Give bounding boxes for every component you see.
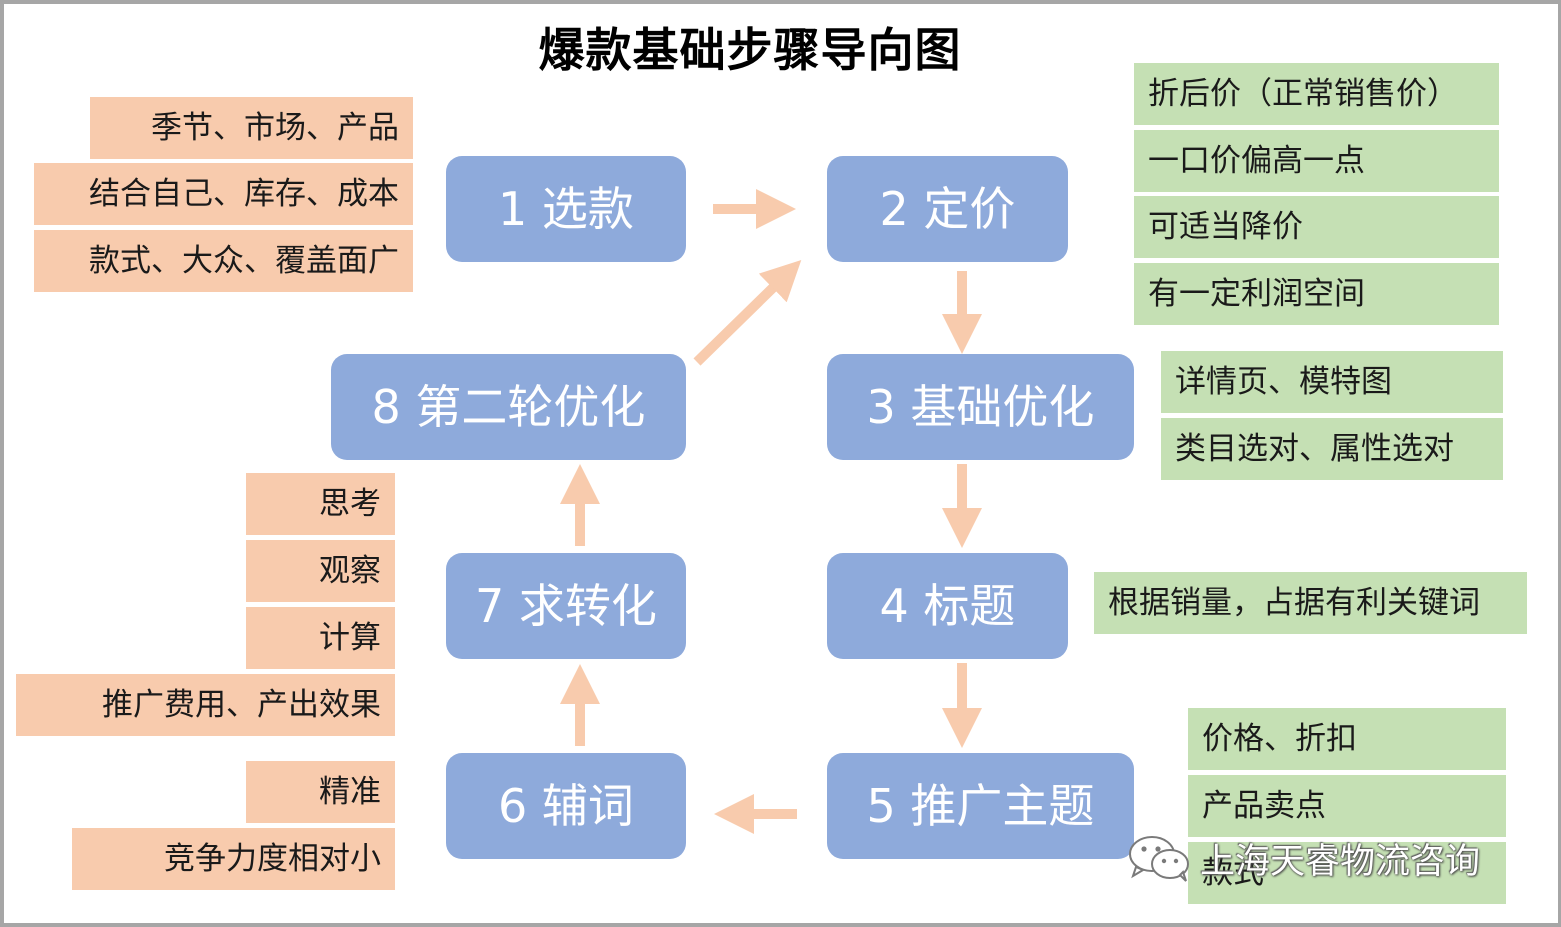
step-2-pricing: 2 定价	[827, 156, 1068, 262]
note-step7-1: 思考	[246, 473, 395, 535]
watermark-text: 上海天睿物流咨询	[1200, 841, 1481, 882]
note-step6-2: 竞争力度相对小	[72, 828, 395, 890]
step-8-second-optimization: 8 第二轮优化	[331, 354, 686, 460]
note-step6-1: 精准	[246, 761, 395, 823]
arrow-8-to-2	[693, 260, 802, 366]
note-step1-3: 款式、大众、覆盖面广	[34, 230, 413, 292]
note-step5-1: 价格、折扣	[1188, 708, 1506, 770]
step-5-promotion-theme: 5 推广主题	[827, 753, 1134, 859]
note-step4-1: 根据销量，占据有利关键词	[1094, 572, 1527, 634]
diagram-title: 爆款基础步骤导向图	[538, 23, 962, 77]
note-step3-2: 类目选对、属性选对	[1161, 418, 1503, 480]
note-step7-3: 计算	[246, 607, 395, 669]
note-step5-3: 款式	[1188, 842, 1506, 904]
note-step5-2: 产品卖点	[1188, 775, 1506, 837]
note-step7-2: 观察	[246, 540, 395, 602]
note-step7-4: 推广费用、产出效果	[16, 674, 395, 736]
step-7-conversion: 7 求转化	[446, 553, 686, 659]
step-3-basic-optimization: 3 基础优化	[827, 354, 1134, 460]
note-step3-1: 详情页、模特图	[1161, 351, 1503, 413]
watermark: 上海天睿物流咨询	[1126, 828, 1480, 888]
note-step2-4: 有一定利润空间	[1134, 263, 1499, 325]
note-step1-1: 季节、市场、产品	[90, 97, 413, 159]
step-1-select: 1 选款	[446, 156, 686, 262]
step-4-title: 4 标题	[827, 553, 1068, 659]
note-step2-1: 折后价（正常销售价）	[1134, 63, 1499, 125]
note-step2-2: 一口价偏高一点	[1134, 130, 1499, 192]
step-6-auxiliary-words: 6 辅词	[446, 753, 686, 859]
wechat-icon	[1129, 836, 1189, 882]
note-step2-3: 可适当降价	[1134, 196, 1499, 258]
note-step1-2: 结合自己、库存、成本	[34, 163, 413, 225]
